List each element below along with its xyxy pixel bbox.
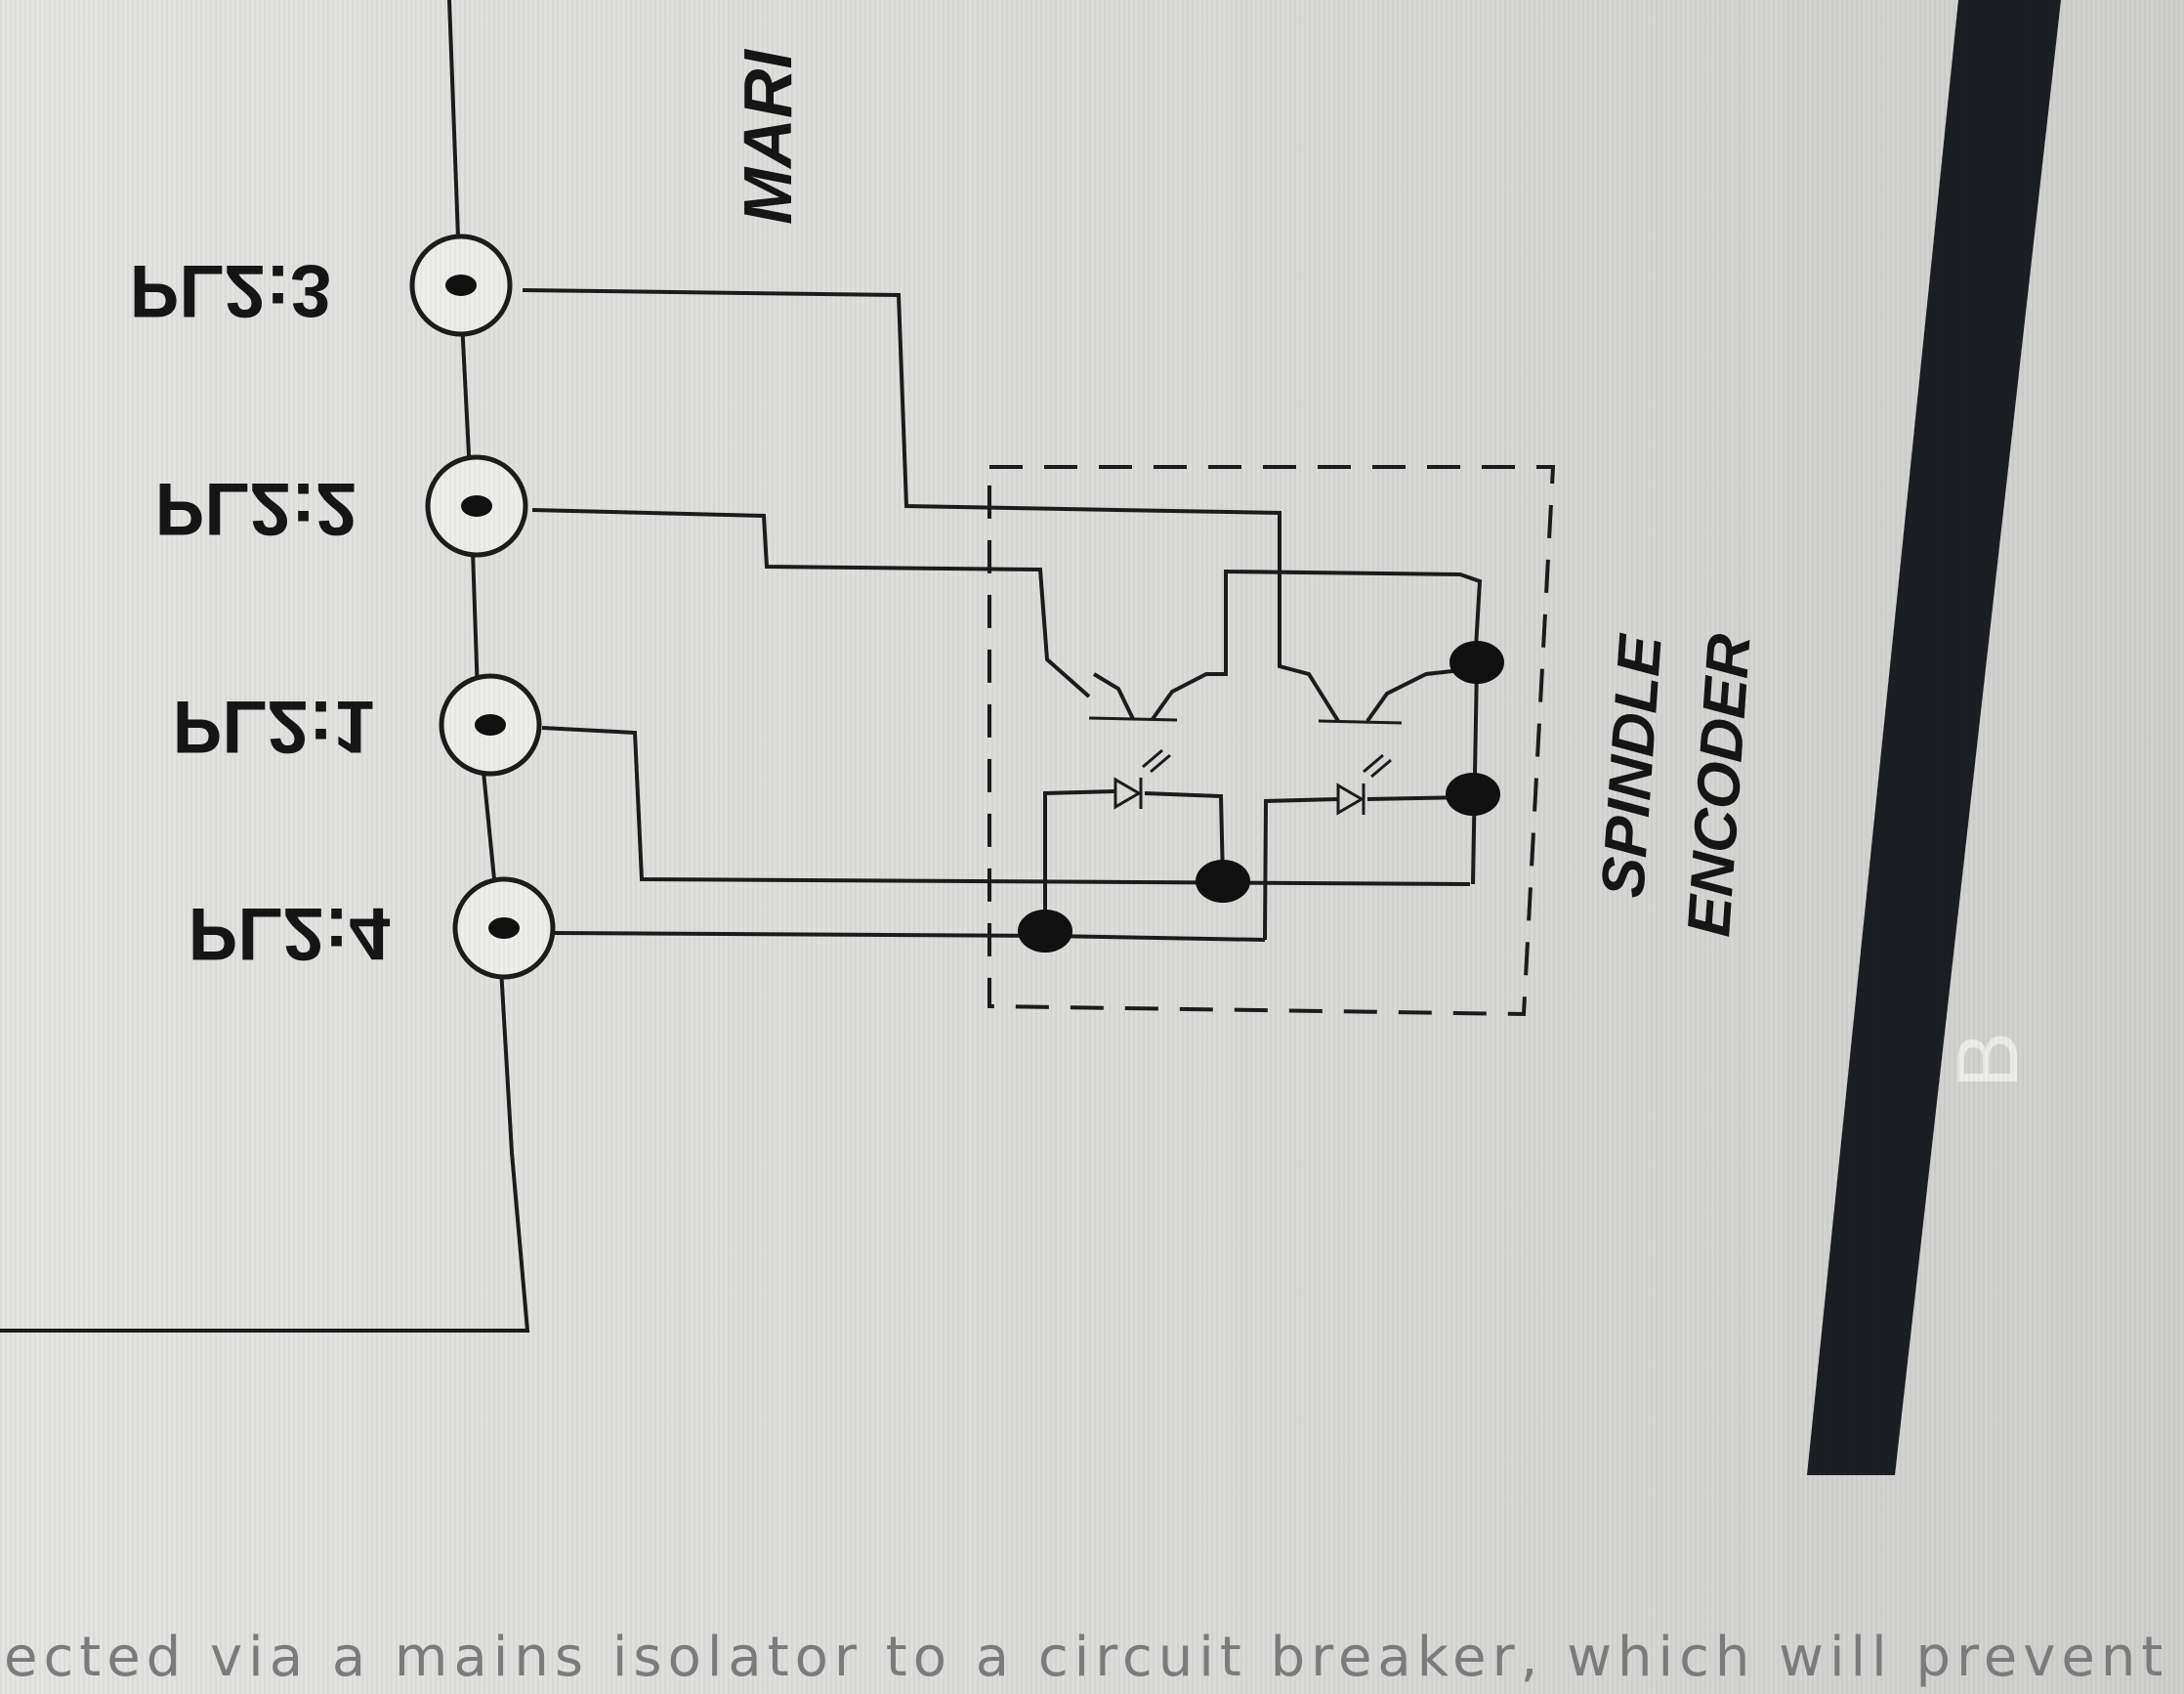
panel-bar bbox=[1807, 0, 2061, 1475]
junction-node-4 bbox=[1446, 773, 1500, 816]
phototransistor-1 bbox=[1088, 569, 1483, 722]
terminal-label-pl2-4: PL2:4 bbox=[189, 892, 391, 975]
wire-pl2-2 bbox=[531, 508, 1091, 699]
terminal-label-pl2-2: PL2:2 bbox=[155, 467, 357, 550]
wire-pl2-4 bbox=[551, 931, 1266, 942]
encoder-label-line2: ENCODER bbox=[1675, 632, 1763, 939]
phototransistor-2 bbox=[1278, 567, 1471, 725]
terminal-pl2-1 bbox=[439, 673, 542, 777]
terminal-label-pl2-3: PL2:3 bbox=[130, 249, 332, 332]
cut-heading-label: MARI bbox=[730, 49, 806, 225]
led-2 bbox=[1263, 753, 1471, 941]
encoder-label-line1: SPINDLE bbox=[1589, 631, 1675, 900]
junction-node-1 bbox=[1018, 910, 1072, 953]
terminal-pl2-3 bbox=[409, 233, 513, 337]
junction-node-2 bbox=[1196, 860, 1250, 903]
bus-wire bbox=[0, 0, 530, 1333]
terminal-label-pl2-1: PL2:1 bbox=[173, 685, 375, 768]
terminal-pl2-2 bbox=[425, 454, 528, 558]
terminal-pl2-4 bbox=[452, 876, 556, 980]
junction-node-3 bbox=[1449, 641, 1504, 684]
panel-marker-label: B bbox=[1939, 1032, 2036, 1089]
wire-pl2-3 bbox=[522, 288, 1281, 567]
encoder-box bbox=[987, 465, 1556, 1017]
wire-pl2-1 bbox=[541, 726, 1471, 886]
led-1 bbox=[1043, 748, 1225, 928]
caption-text: ected via a mains isolator to a circuit … bbox=[4, 1626, 2184, 1689]
